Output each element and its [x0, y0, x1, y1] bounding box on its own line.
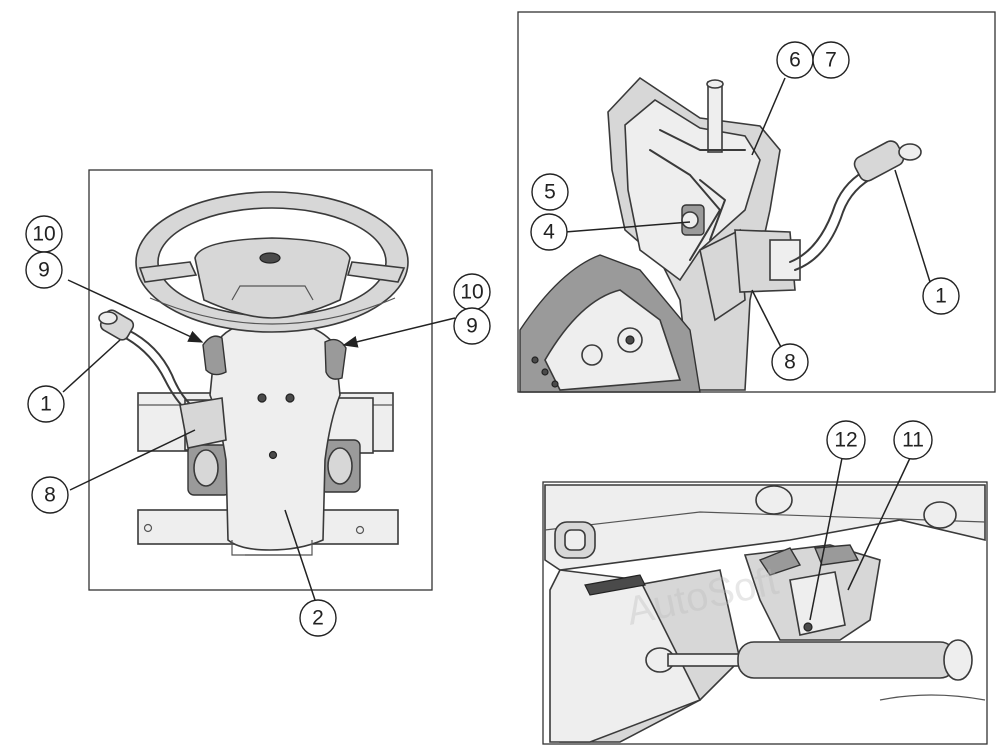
callout-12: 12 — [826, 420, 866, 460]
callout-label: 9 — [466, 315, 478, 338]
panel-column-cutaway — [517, 11, 996, 393]
callout-5: 5 — [531, 173, 569, 211]
callout-9-left: 9 — [25, 251, 63, 289]
callout-label: 9 — [38, 259, 50, 282]
callout-label: 2 — [312, 607, 324, 630]
lever-1-right — [789, 140, 922, 271]
callout-7: 7 — [812, 41, 850, 79]
callout-label: 5 — [544, 181, 556, 204]
internal-mechanism — [649, 129, 746, 322]
callout-label: 1 — [935, 285, 947, 308]
callout-label: 10 — [32, 223, 55, 246]
callout-4: 4 — [530, 213, 568, 251]
callout-label: 4 — [543, 221, 555, 244]
callouts: 10 9 1 8 10 9 2 6 — [25, 41, 960, 637]
column-shroud — [209, 321, 341, 551]
callout-label: 8 — [44, 484, 56, 507]
callout-2: 2 — [299, 599, 337, 637]
callout-label: 7 — [825, 49, 837, 72]
callout-label: 11 — [902, 429, 924, 452]
gas-strut — [645, 639, 973, 681]
right-switch-knob — [324, 338, 347, 380]
lever-1-left — [98, 309, 193, 413]
steering-wheel — [135, 191, 409, 333]
callout-label: 6 — [789, 49, 801, 72]
callout-6: 6 — [776, 41, 814, 79]
leader-lines — [62, 77, 931, 621]
callout-11: 11 — [893, 420, 933, 460]
callout-8-left: 8 — [31, 476, 69, 514]
callout-9-right: 9 — [453, 307, 491, 345]
panel-steering-assembly — [88, 169, 433, 591]
lower-linkage — [519, 254, 701, 393]
callout-label: 8 — [784, 351, 796, 374]
callout-label: 1 — [40, 393, 52, 416]
callout-1-right: 1 — [922, 277, 960, 315]
callout-10-left: 10 — [25, 215, 63, 253]
callout-label: 10 — [460, 281, 483, 304]
panel-lower-mechanism: AutoSoft — [542, 481, 988, 745]
left-switch-knob — [202, 335, 227, 376]
callout-8-right: 8 — [771, 343, 809, 381]
callout-label: 12 — [834, 429, 857, 452]
callout-1-left: 1 — [27, 385, 65, 423]
column-mechanism — [187, 439, 361, 496]
callout-10-right: 10 — [453, 273, 491, 311]
switch-body-8-left — [179, 397, 227, 449]
